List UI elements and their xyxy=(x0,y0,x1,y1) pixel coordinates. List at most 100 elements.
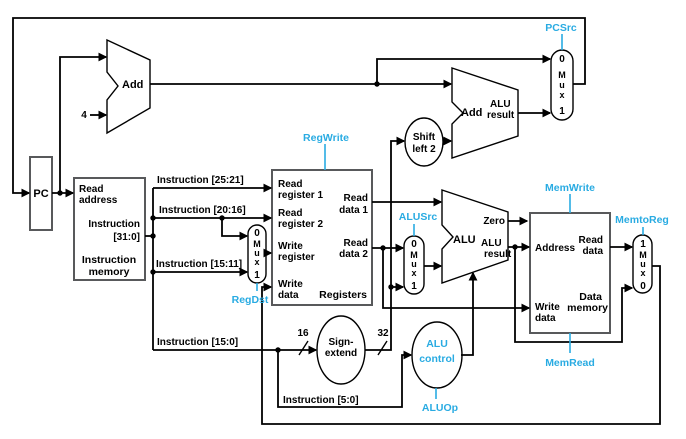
label-instr-15-11: Instruction [15:11] xyxy=(156,259,242,270)
dmem-name-2: memory xyxy=(567,302,608,314)
label-memwrite: MemWrite xyxy=(545,182,595,194)
memtoreg-mux-0: 0 xyxy=(640,281,646,292)
sign-extend-2: extend xyxy=(325,348,357,359)
regdst-mux-1: 1 xyxy=(254,270,260,281)
shift-left2-2: left 2 xyxy=(412,144,436,155)
label-aluop: ALUOp xyxy=(422,402,458,414)
instruction-memory-block xyxy=(73,177,146,281)
junction-bus-2016 xyxy=(150,215,156,221)
wire-memtoreg-mux-to-write-data xyxy=(261,265,661,425)
branch-adder-result-2: result xyxy=(487,110,515,121)
label-instr-25-21: Instruction [25:21] xyxy=(157,175,244,186)
alusrc-mux-m: M xyxy=(410,250,418,260)
label-regdst: RegDst xyxy=(232,294,269,306)
alu-label: ALU xyxy=(453,234,476,246)
pcsrc-mux-u: u xyxy=(559,80,565,90)
imem-name-1: Instruction xyxy=(82,254,136,266)
imem-instruction-out-2: [31:0] xyxy=(113,232,140,243)
alusrc-mux-1: 1 xyxy=(411,281,417,292)
pcsrc-mux-m: M xyxy=(558,70,566,80)
label-memtoreg: MemtoReg xyxy=(615,214,669,226)
junction-pc4 xyxy=(374,81,380,87)
reg-read-register2-2: register 2 xyxy=(278,219,323,230)
junction-2016-branch xyxy=(219,215,225,221)
junction-bus-1511 xyxy=(150,269,156,275)
alusrc-mux-0: 0 xyxy=(411,239,417,250)
label-pcsrc: PCSrc xyxy=(545,22,577,34)
imem-instruction-out-1: Instruction xyxy=(88,219,140,230)
reg-read-register1-2: register 1 xyxy=(278,190,323,201)
imem-read-address-2: address xyxy=(79,195,118,206)
junction-read-data2 xyxy=(380,245,386,251)
reg-read-data1-2: data 1 xyxy=(339,205,368,216)
label-width-16: 16 xyxy=(297,328,309,339)
memtoreg-mux-u: u xyxy=(640,259,646,269)
label-instr-5-0: Instruction [5:0] xyxy=(283,395,359,406)
registers-block xyxy=(271,169,373,306)
label-width-32: 32 xyxy=(377,328,389,339)
wire-pc4-to-pcsrc-mux0 xyxy=(376,54,552,84)
wire-pc-to-adder xyxy=(59,52,108,193)
alusrc-mux-u: u xyxy=(411,259,417,269)
branch-adder-result-1: ALU xyxy=(490,99,511,110)
alusrc-mux-x: x xyxy=(411,268,416,278)
alu-zero-label: Zero xyxy=(483,216,505,227)
wire-pcsrc-mux-to-pc xyxy=(12,17,586,198)
reg-read-data2-1: Read xyxy=(344,238,368,249)
alu-result-1: ALU xyxy=(481,238,502,249)
imem-read-address-1: Read xyxy=(79,184,103,195)
regdst-mux-m: M xyxy=(253,239,261,249)
junction-pc-out xyxy=(57,190,63,196)
reg-write-register-1: Write xyxy=(278,241,303,252)
label-instr-20-16: Instruction [20:16] xyxy=(159,205,246,216)
wire-instr-5-0-to-alu-control xyxy=(277,350,413,408)
junction-bus-imem xyxy=(150,233,156,239)
reg-write-data-2: data xyxy=(278,290,299,301)
slash-16-bit xyxy=(298,340,309,356)
data-memory-block xyxy=(529,212,611,334)
junction-alu-result xyxy=(512,244,518,250)
label-memread: MemRead xyxy=(545,357,595,369)
junction-sign-extend xyxy=(388,284,394,290)
pc-label: PC xyxy=(33,188,48,200)
regdst-mux-0: 0 xyxy=(254,228,260,239)
junction-150-branch xyxy=(275,347,281,353)
dmem-read-data-1: Read xyxy=(579,235,603,246)
pcsrc-mux-1: 1 xyxy=(559,106,565,117)
shift-left2-1: Shift xyxy=(413,132,436,143)
alu-control-2: control xyxy=(419,353,455,365)
reg-write-data-1: Write xyxy=(278,279,303,290)
dmem-name-1: Data xyxy=(579,291,602,303)
reg-read-register1-1: Read xyxy=(278,179,302,190)
label-regwrite: RegWrite xyxy=(303,132,349,144)
slash-32-bit xyxy=(377,340,388,356)
dmem-read-data-2: data xyxy=(582,246,603,257)
reg-write-register-2: register xyxy=(278,252,315,263)
regdst-mux-u: u xyxy=(254,248,260,258)
pc-adder-label: Add xyxy=(122,79,143,91)
const-4-label: 4 xyxy=(81,110,87,121)
dmem-write-data-2: data xyxy=(535,313,556,324)
memtoreg-mux-1: 1 xyxy=(640,239,646,250)
branch-adder-label: Add xyxy=(461,107,482,119)
reg-read-register2-1: Read xyxy=(278,208,302,219)
alu-result-2: result xyxy=(484,249,512,260)
pcsrc-mux-0: 0 xyxy=(559,54,565,65)
reg-read-data1-1: Read xyxy=(344,193,368,204)
registers-name: Registers xyxy=(319,289,367,301)
sign-extend-1: Sign- xyxy=(329,337,354,348)
label-instr-15-0: Instruction [15:0] xyxy=(157,337,238,348)
alu-control-1: ALU xyxy=(426,338,448,350)
wire-alu-result-to-memtoreg-mux0 xyxy=(514,247,634,343)
wire-sign-extend-to-shift-left2 xyxy=(365,136,406,351)
memtoreg-mux-m: M xyxy=(639,250,647,260)
pcsrc-mux-x: x xyxy=(559,90,564,100)
dmem-write-data-1: Write xyxy=(535,302,560,313)
regdst-mux-x: x xyxy=(254,257,259,267)
memtoreg-mux-x: x xyxy=(640,268,645,278)
reg-read-data2-2: data 2 xyxy=(339,249,368,260)
imem-name-2: memory xyxy=(89,266,130,278)
wire-read-data2-to-write-data xyxy=(382,248,531,313)
